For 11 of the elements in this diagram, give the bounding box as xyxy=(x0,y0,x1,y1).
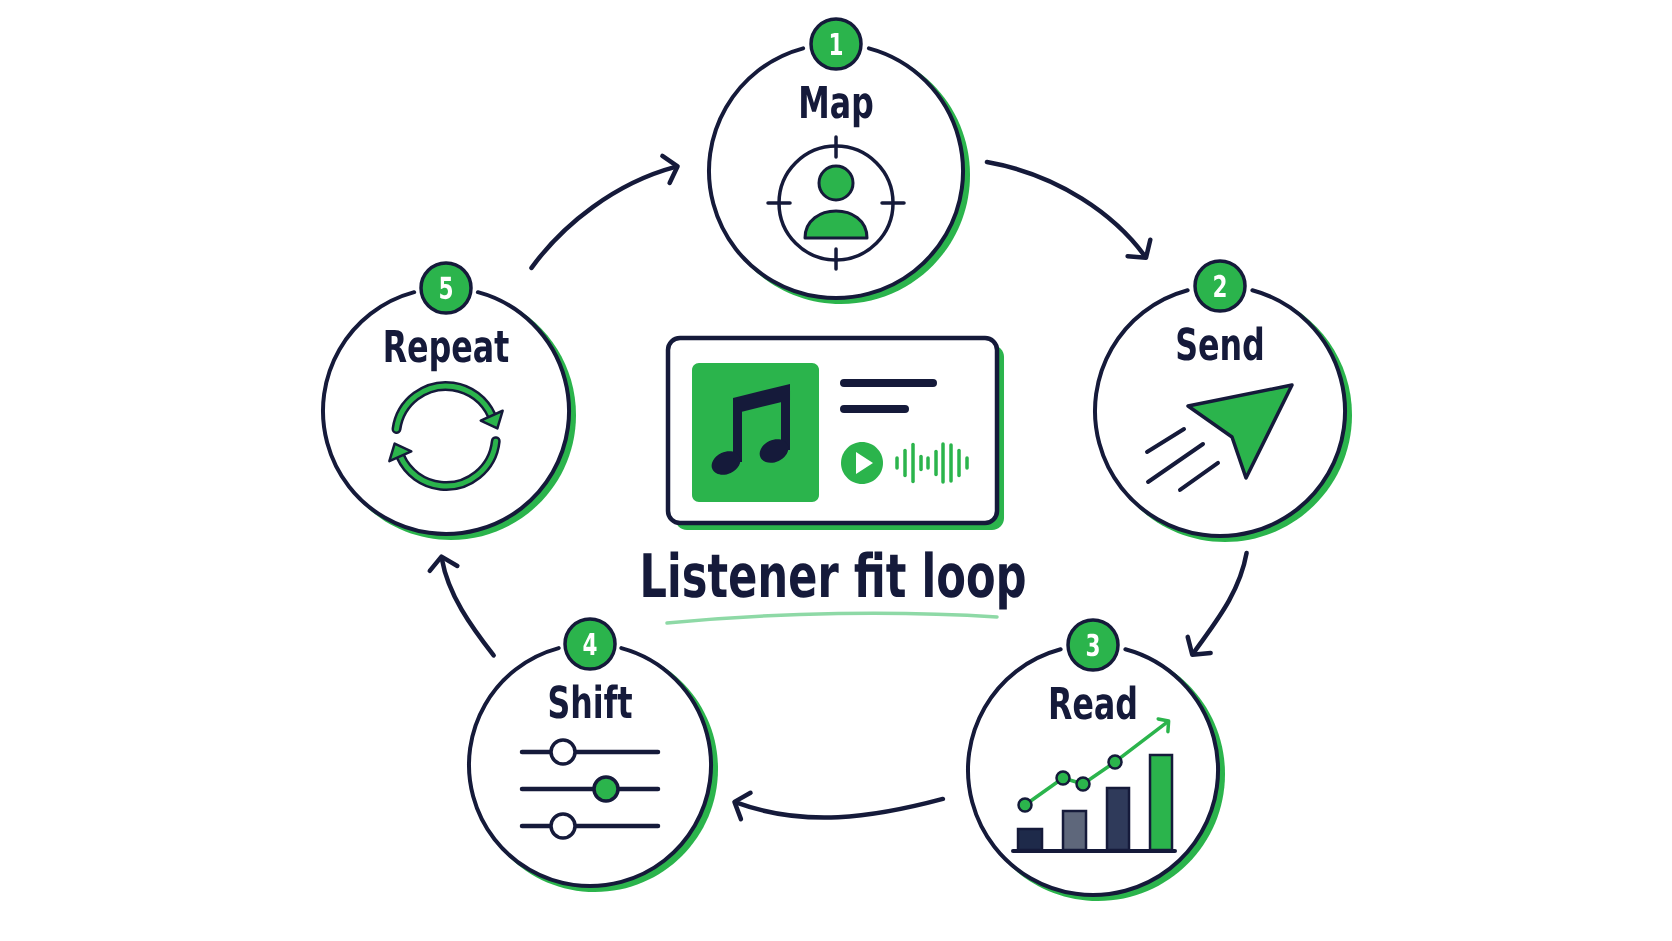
number-badge: 4 xyxy=(563,617,617,671)
number-badge: 3 xyxy=(1066,618,1120,672)
number-badge: 5 xyxy=(419,261,473,315)
arrow xyxy=(1185,550,1249,657)
title: Listener fit loop xyxy=(643,551,1025,610)
arrow xyxy=(529,153,680,271)
arrow xyxy=(984,159,1153,260)
number-badge: 1 xyxy=(809,17,863,71)
arrow xyxy=(427,554,496,658)
number-badge: 2 xyxy=(1193,259,1247,313)
arrow xyxy=(732,790,946,822)
